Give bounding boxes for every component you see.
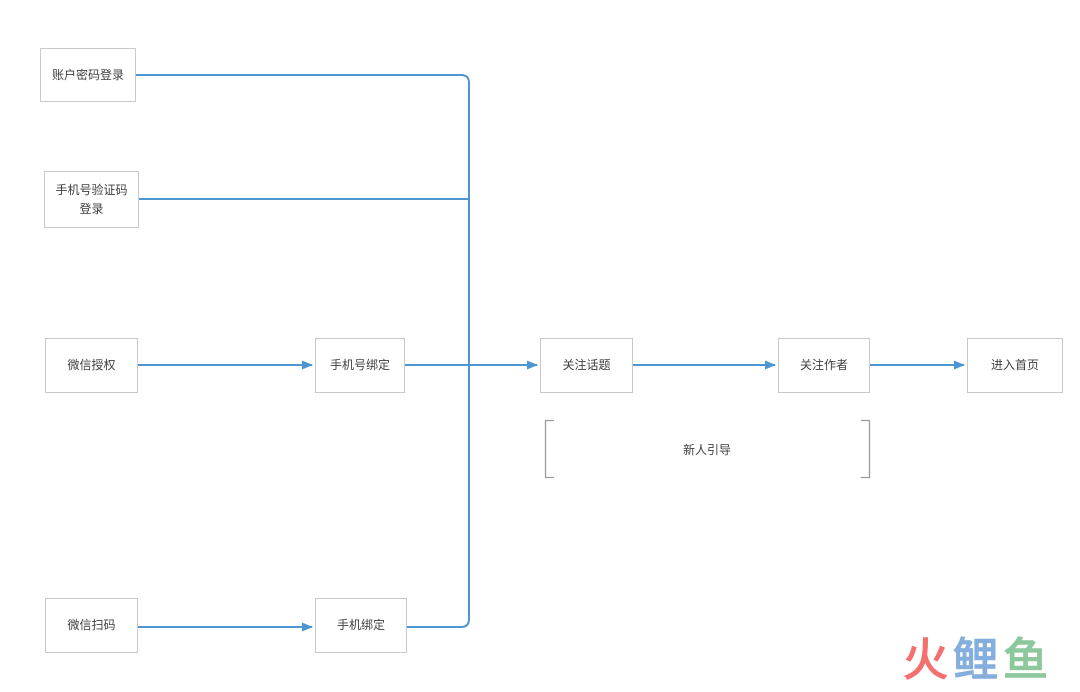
node-label: 账户密码登录 <box>51 67 124 82</box>
node-label: 关注话题 <box>562 358 611 373</box>
node-wechat-scan: 微信扫码 <box>45 598 138 653</box>
new-user-guide-label: 新人引导 <box>682 443 731 457</box>
watermark-logo: 火鲤鱼 <box>903 637 1053 682</box>
node-label: 关注作者 <box>799 358 848 373</box>
node-label: 手机号验证码登录 <box>55 182 128 216</box>
bracket-right <box>861 419 871 479</box>
node-wechat-auth: 微信授权 <box>45 338 138 393</box>
node-phone-code-login: 手机号验证码登录 <box>44 171 139 228</box>
node-phone-number-bind: 手机号绑定 <box>315 338 405 393</box>
edge-trunk <box>136 74 470 628</box>
node-follow-author: 关注作者 <box>778 338 870 393</box>
watermark-char: 鱼 <box>1003 634 1054 685</box>
node-label: 微信扫码 <box>67 618 116 633</box>
node-follow-topic: 关注话题 <box>540 338 633 393</box>
watermark-char: 火 <box>903 634 954 685</box>
node-phone-bind: 手机绑定 <box>315 598 407 653</box>
node-label: 微信授权 <box>67 358 116 373</box>
node-label: 手机绑定 <box>336 618 385 633</box>
watermark-char: 鲤 <box>953 634 1004 685</box>
node-account-password-login: 账户密码登录 <box>40 48 136 102</box>
node-label: 进入首页 <box>990 358 1039 373</box>
bracket-left <box>544 419 554 479</box>
node-enter-home: 进入首页 <box>967 338 1063 393</box>
node-label: 手机号绑定 <box>329 358 390 373</box>
